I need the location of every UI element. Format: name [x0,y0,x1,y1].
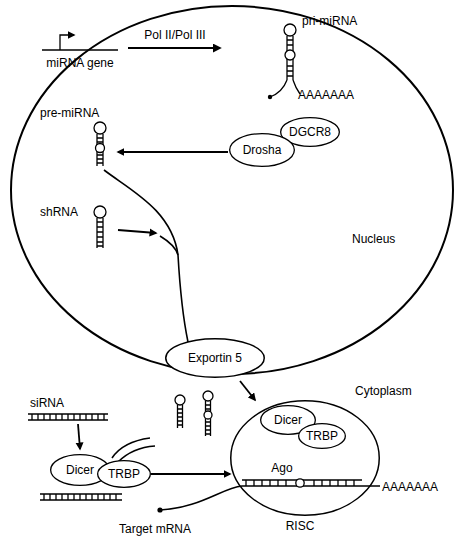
rna-label: shRNA [40,205,100,219]
rna-loop [203,391,213,401]
transcription-arrow [128,47,220,49]
polya-label: AAAAAAA [382,480,472,494]
rna-tail [270,80,287,97]
rna-bulge [204,411,212,419]
outline-ellipse [98,461,151,488]
gene-label: miRNA gene [30,56,130,70]
node-text: RISC [270,519,330,533]
entry-arrow [118,230,156,233]
outline-ellipse [299,424,346,449]
outline-ellipse [231,401,380,516]
outline-ellipse [230,134,295,167]
protein-ellipse: TRBP [97,460,151,488]
outline-ellipse [11,6,453,374]
flow-arrow [151,473,230,475]
export-arrow [240,381,255,400]
rna-loop [94,206,106,218]
gene-baseline [42,49,118,50]
mrna-cap [157,507,162,512]
export-path [104,170,178,255]
node-text: Exportin 5 [165,338,265,378]
target-mrna [160,486,380,510]
node-text: Nucleus [352,232,432,246]
node-text: Ago [262,461,302,475]
node-text: TRBP [298,423,346,449]
rna-stem [97,218,103,248]
enzyme-label: Pol II/Pol III [125,28,225,42]
rna-label: pre-miRNA [40,106,120,120]
processing-arrow [118,151,228,153]
node-text: TRBP [97,460,151,488]
rna-label: pri-miRNA [302,14,392,28]
rna-duplex [40,494,122,500]
rna-loop [94,122,106,134]
rna-stem [178,405,183,428]
base-pairs [32,414,104,420]
rna-cap [268,95,272,99]
protein-ellipse: Drosha [229,133,295,167]
transporter-ellipse: Exportin 5 [165,338,265,378]
outline-ellipse [166,339,265,378]
rna-bulge [296,479,304,487]
rna-bulge [96,144,105,153]
rna-strand [118,446,155,462]
rna-bulge [285,50,295,60]
promoter-arrow [60,35,74,50]
protein-ellipse: TRBP [298,423,346,449]
polya-label: AAAAAAA [298,88,388,102]
rna-duplex [28,414,108,420]
export-path [178,255,188,342]
node-text: Drosha [229,133,295,167]
compartment-label: Cytoplasm [355,384,455,398]
rna-loop [284,24,296,36]
rna-loop [175,395,185,405]
base-pairs [178,409,183,425]
export-path [160,236,178,255]
loading-arrow [78,424,80,449]
complex-ellipse: AgoRISCDicerTRBP [230,400,380,516]
base-pairs [97,222,103,246]
rna-label: siRNA [30,396,100,410]
rna-label: Target mRNA [100,522,210,536]
base-pairs [44,494,116,500]
